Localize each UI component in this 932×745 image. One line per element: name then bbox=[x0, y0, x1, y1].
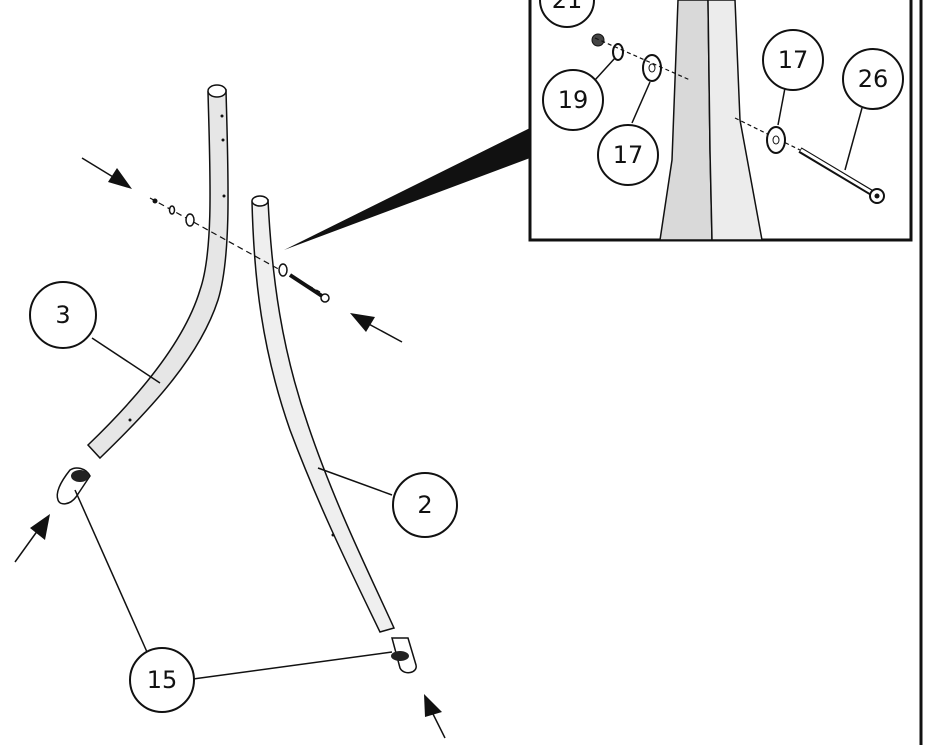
leader-19 bbox=[594, 57, 616, 81]
leader-15-right bbox=[192, 651, 393, 680]
svg-text:15: 15 bbox=[147, 666, 178, 694]
leader-2 bbox=[317, 467, 393, 496]
svg-text:17: 17 bbox=[778, 46, 809, 74]
washer-icon bbox=[278, 263, 288, 277]
bolt-icon bbox=[288, 273, 330, 303]
end-cap-icon bbox=[56, 467, 91, 505]
svg-text:2: 2 bbox=[417, 491, 432, 519]
tube-part-3 bbox=[86, 84, 229, 460]
tube-part-2 bbox=[251, 195, 396, 633]
bolt-icon bbox=[798, 147, 885, 204]
detail-inset: 21 19 17 17 26 bbox=[284, 0, 913, 250]
lock-washer-icon bbox=[168, 205, 176, 215]
arrow-icon bbox=[350, 313, 403, 343]
leader-17-left bbox=[631, 81, 651, 124]
leader-15-left bbox=[74, 489, 148, 653]
inset-bolt-axis-left bbox=[594, 37, 691, 81]
end-cap-icon bbox=[391, 637, 417, 674]
callout-3: 3 bbox=[29, 281, 97, 349]
leader-17-right bbox=[777, 87, 786, 126]
washer-icon bbox=[766, 126, 786, 154]
washer-icon bbox=[185, 213, 195, 227]
svg-text:17: 17 bbox=[613, 141, 644, 169]
svg-text:19: 19 bbox=[558, 86, 589, 114]
callout-26: 26 bbox=[842, 48, 904, 110]
callout-17-left: 17 bbox=[597, 124, 659, 186]
washer-icon bbox=[642, 54, 662, 82]
inset-tube-right bbox=[707, 0, 763, 241]
arrow-icon bbox=[424, 694, 446, 739]
callout-17-right: 17 bbox=[762, 29, 824, 91]
svg-text:21: 21 bbox=[552, 0, 583, 14]
callout-15: 15 bbox=[129, 647, 195, 713]
leader-3 bbox=[91, 337, 161, 384]
lock-washer-icon bbox=[612, 43, 624, 61]
nut-icon bbox=[591, 33, 605, 47]
callout-2: 2 bbox=[392, 472, 458, 538]
arrow-icon bbox=[81, 157, 132, 189]
arrow-icon bbox=[14, 514, 50, 563]
svg-text:26: 26 bbox=[858, 65, 889, 93]
inset-pointer bbox=[284, 128, 530, 250]
callout-19: 19 bbox=[542, 69, 604, 131]
svg-text:3: 3 bbox=[55, 301, 70, 329]
nut-icon bbox=[152, 198, 158, 204]
leader-26 bbox=[844, 107, 863, 171]
callout-21: 21 bbox=[539, 0, 595, 28]
